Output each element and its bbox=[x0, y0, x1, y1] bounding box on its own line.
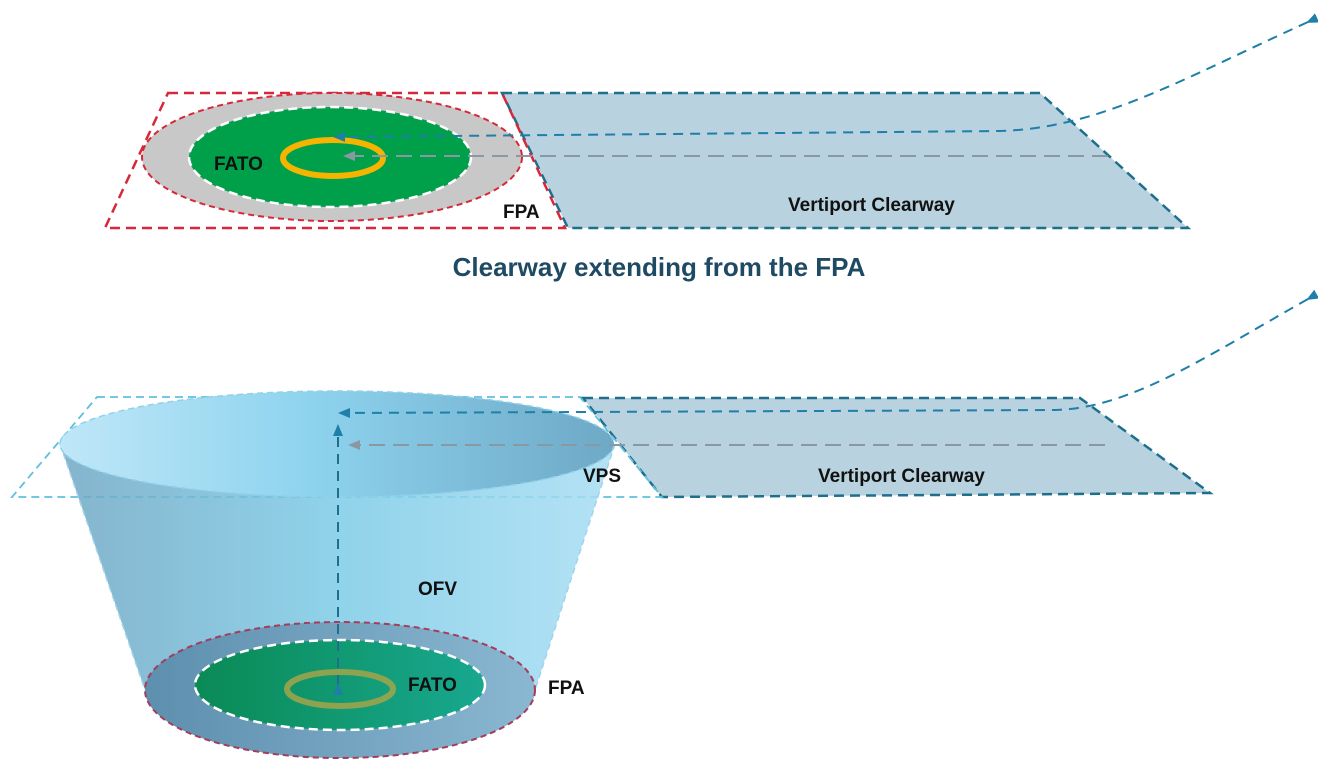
bottom-fato-label: FATO bbox=[408, 675, 457, 696]
bottom-fpa-label: FPA bbox=[548, 678, 585, 699]
top-touchdown-ring bbox=[280, 137, 386, 179]
top-fpa-label: FPA bbox=[503, 202, 540, 223]
bottom-vps-plane bbox=[10, 396, 664, 498]
ofv-label: OFV bbox=[418, 579, 457, 600]
bottom-flight-path-arrow bbox=[338, 289, 1318, 418]
top-clearway-label: Vertiport Clearway bbox=[788, 195, 955, 216]
bottom-clearway-surface bbox=[580, 396, 1214, 499]
top-fato-label: FATO bbox=[214, 154, 263, 175]
bottom-clearway-label: Vertiport Clearway bbox=[818, 466, 985, 487]
ofv-left-edge bbox=[59, 443, 146, 691]
ofv-right-edge bbox=[534, 443, 616, 691]
bottom-diagram: VPS Vertiport Clearway OFV FATO FPA bbox=[10, 289, 1318, 759]
top-diagram: FATO FPA Vertiport Clearway bbox=[103, 13, 1318, 230]
caption: Clearway extending from the FPA bbox=[453, 252, 866, 282]
top-flight-path-arrow bbox=[333, 13, 1318, 142]
vps-label: VPS bbox=[583, 466, 621, 487]
top-fpa-boundary bbox=[103, 91, 567, 230]
